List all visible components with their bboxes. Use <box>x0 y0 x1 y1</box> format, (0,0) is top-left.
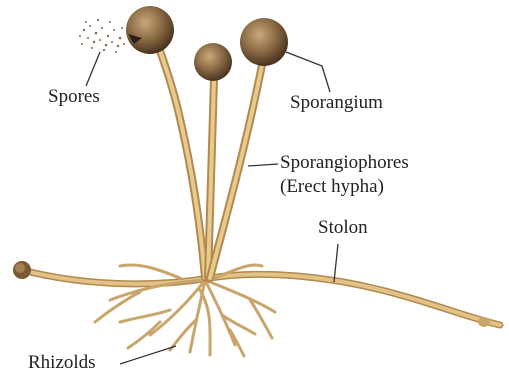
leader-spores <box>86 52 100 86</box>
stolon-right-node <box>478 317 490 327</box>
label-spores: Spores <box>48 86 100 108</box>
leader-sporangium <box>286 52 330 92</box>
leader-stolon <box>334 244 338 282</box>
sporangium-right <box>240 18 288 66</box>
sporangium-left <box>126 6 174 54</box>
stolon <box>13 261 500 327</box>
label-sporangium: Sporangium <box>290 92 383 114</box>
label-stolon: Stolon <box>318 217 368 239</box>
label-sporangiophores: Sporangiophores <box>280 152 409 174</box>
leader-sporangiophores <box>248 164 278 166</box>
label-rhizoids: Rhizolds <box>28 352 96 374</box>
spores-cloud <box>79 19 129 53</box>
sporangium-middle <box>194 43 232 81</box>
label-erect-hypha: (Erect hypha) <box>280 176 384 198</box>
